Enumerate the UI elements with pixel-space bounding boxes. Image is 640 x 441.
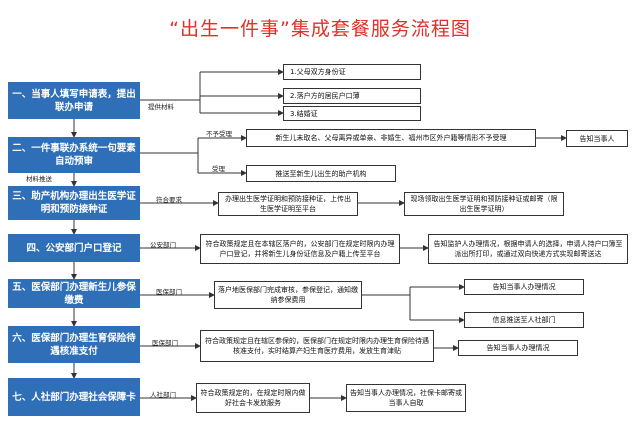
insure-notify-box: 告知当事人办理情况 [464, 279, 584, 295]
label-med2: 医保部门 [152, 339, 178, 347]
step-5: 五、医保部门办理新生儿参保缴费 [8, 279, 140, 308]
label-not-accept: 不予受理 [206, 130, 232, 138]
material-id-card: 1.父母双方身份证 [283, 64, 421, 80]
step-3: 三、助产机构办理出生医学证明和预防接种证 [8, 186, 140, 220]
step-2: 二、一件事联办系统一句要素自动预审 [8, 137, 140, 173]
label-accept: 受理 [212, 165, 225, 173]
hukou-box: 符合政策规定且在本辖区落户的，公安部门在规定时限内办理户口登记，并将新生儿身份证… [200, 234, 400, 264]
step-4: 四、公安部门户口登记 [8, 234, 140, 262]
card-result-box: 告知当事人办理情况，社保卡邮寄或当事人自取 [346, 384, 466, 412]
card-box: 符合政策规定的，在规定时限内做好社会卡发放服务 [196, 383, 310, 413]
material-hukou-book: 2.落户方的居民户口薄 [283, 88, 421, 104]
page-title: “出生一件事”集成套餐服务流程图 [169, 18, 471, 40]
label-med1: 医保部门 [156, 288, 182, 296]
hukou-result-box: 告知监护人办理情况，根据申请人的选择，申请人持户口簿至派出所打印，或通过双向快递… [428, 234, 628, 264]
insure-push-box: 信息推送至人社部门 [464, 312, 584, 328]
reject-box: 新生儿未取名、父母离异或单亲、非婚生、福州市区外户籍等情形不予受理 [246, 129, 536, 147]
birth-cert-box: 办理出生医学证明和预防接种证，上传出生医学证明至平台 [218, 192, 358, 216]
label-provide: 提供材料 [148, 103, 174, 111]
material-marriage-cert: 3.结婚证 [283, 106, 421, 121]
step-6: 六、医保部门办理生育保险待遇核准支付 [8, 326, 140, 363]
label-police: 公安部门 [150, 241, 176, 249]
notify-applicant-box: 告知当事人 [566, 130, 628, 147]
birth-cert-result-box: 现场领取出生医学证明和预防接种证或邮寄（限出生医学证明） [404, 192, 564, 216]
insure-box: 落户地医保部门完成审核，参保登记，通知缴纳参保费用 [214, 281, 362, 309]
step-7: 七、人社部门办理社会保障卡 [8, 378, 140, 416]
step-1: 一、当事人填写申请表，提出联办申请 [8, 82, 140, 119]
label-meet: 符合要求 [156, 196, 182, 204]
maternity-box: 符合政策规定且在辖区参保的，医保部门在规定时限内办理生育保险待遇核准支付，实时结… [200, 330, 434, 362]
maternity-notify-box: 告知当事人办理情况 [458, 340, 578, 356]
label-hr: 人社部门 [150, 391, 176, 399]
label-material-push: 材料推送 [26, 175, 52, 183]
push-hospital-box: 推送至新生儿出生的助产机构 [246, 165, 396, 182]
